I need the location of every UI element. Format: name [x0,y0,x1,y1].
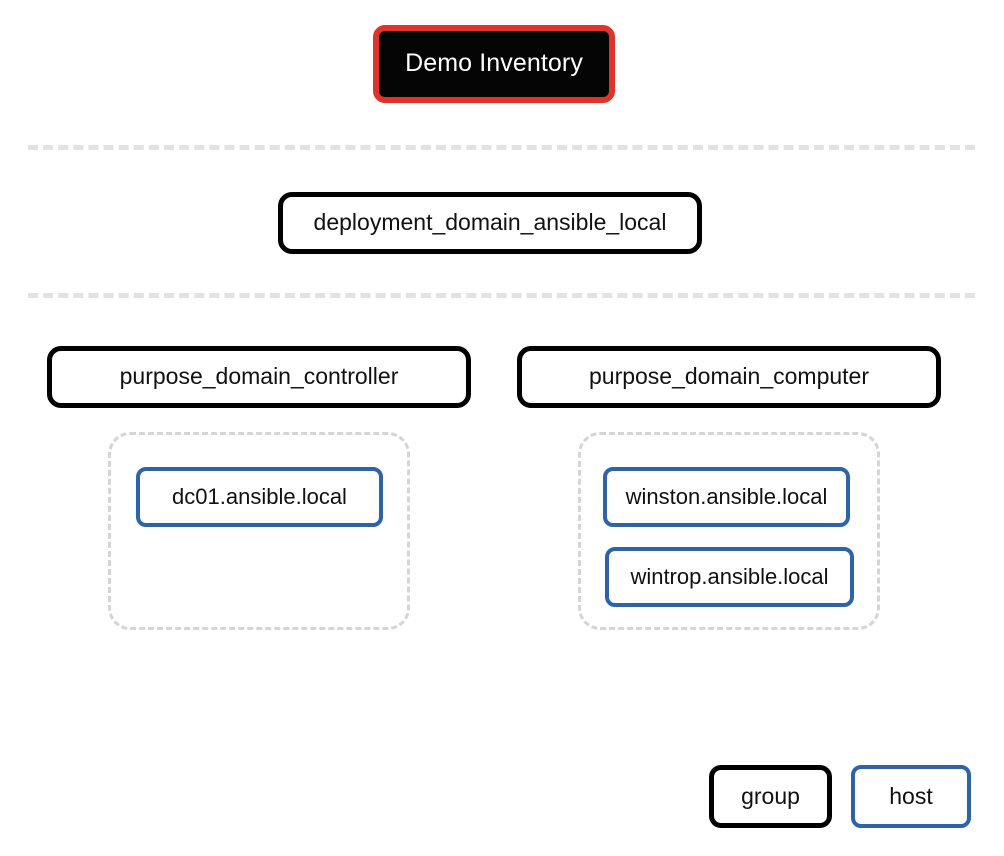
host-container-purpose-domain-computer [578,432,880,630]
inventory-root-node[interactable]: Demo Inventory [373,25,615,103]
host-node-dc01[interactable]: dc01.ansible.local [136,467,383,527]
legend-item-group: group [709,765,832,828]
rank-divider-2 [28,293,975,298]
legend-item-host: host [851,765,971,828]
group-node-deployment-domain-ansible-local[interactable]: deployment_domain_ansible_local [278,192,702,254]
group-node-purpose-domain-computer[interactable]: purpose_domain_computer [517,346,941,408]
host-node-winston[interactable]: winston.ansible.local [603,467,850,527]
host-node-wintrop[interactable]: wintrop.ansible.local [605,547,854,607]
rank-divider-1 [28,145,975,150]
host-container-purpose-domain-controller [108,432,410,630]
group-node-purpose-domain-controller[interactable]: purpose_domain_controller [47,346,471,408]
